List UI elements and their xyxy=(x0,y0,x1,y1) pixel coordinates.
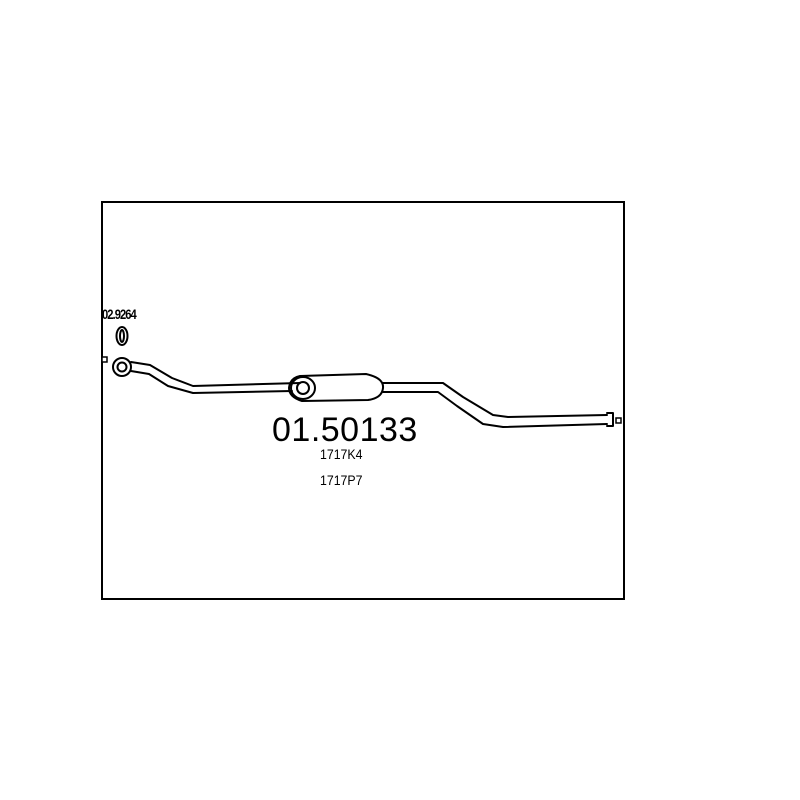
reference-code-2: 1717P7 xyxy=(320,472,363,488)
silencer-body xyxy=(288,373,385,402)
reference-code-1: 1717K4 xyxy=(320,446,363,462)
gasket-icon-inner xyxy=(119,329,125,343)
tailpipe-lower-edge xyxy=(382,391,608,428)
inlet-flange xyxy=(112,357,132,377)
gasket-code-label: 02.9264 xyxy=(102,306,137,322)
outlet-connector-marker xyxy=(615,417,622,424)
tailpipe-upper-edge xyxy=(382,382,608,418)
silencer-end-cap xyxy=(290,376,316,400)
drawing-frame xyxy=(101,201,625,600)
inlet-pipe-lower-edge xyxy=(130,370,293,394)
inlet-pipe-upper-edge xyxy=(130,361,301,387)
inlet-connector-marker xyxy=(101,356,108,363)
silencer-end-cap-inner xyxy=(296,381,310,395)
inlet-flange-inner xyxy=(116,361,128,373)
part-number-label: 01.50133 xyxy=(272,411,418,449)
tailpipe-end xyxy=(606,412,614,427)
gasket-icon xyxy=(115,326,129,346)
